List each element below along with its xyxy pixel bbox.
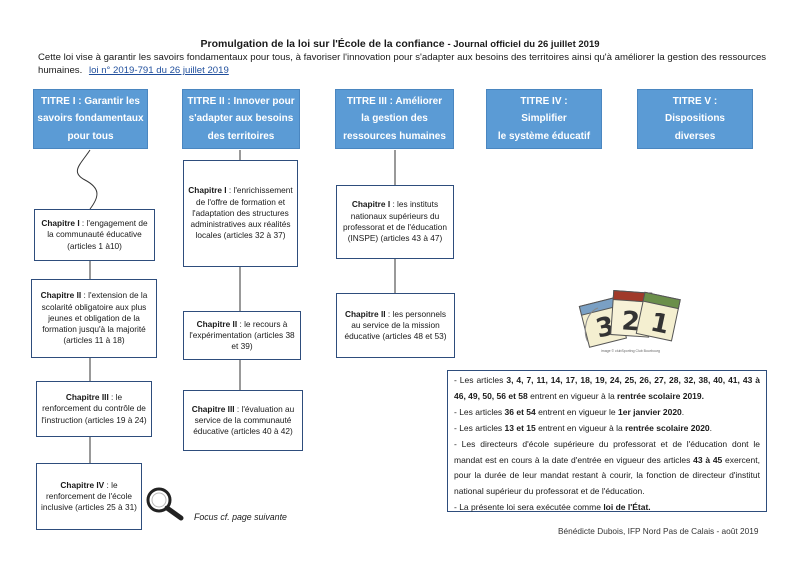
footer-author: Bénédicte Dubois, IFP Nord Pas de Calais… <box>558 526 759 536</box>
dispo-text: entrent en vigueur à la <box>527 390 618 401</box>
dispo-text: - La présente loi sera exécutée comme <box>454 502 604 513</box>
title-main: Promulgation de la loi sur l'École de la… <box>200 38 445 50</box>
page-title: Promulgation de la loi sur l'École de la… <box>0 38 800 50</box>
dispo-text: exercent, pour la durée de leur mandat r… <box>454 454 760 497</box>
dispo-bold: 43 à 45 <box>693 454 723 465</box>
calendar-icon: 3 2 1 <box>578 290 681 348</box>
titre-5-box: TITRE V : Dispositions diverses <box>637 89 753 149</box>
titre-4-label: TITRE IV : Simplifier le système éducati… <box>497 95 591 142</box>
svg-text:2: 2 <box>621 306 641 337</box>
dispositions-box: - Les articles 3, 4, 7, 11, 14, 17, 18, … <box>447 370 767 512</box>
chapitre-head: Chapitre II <box>345 308 386 319</box>
chapitre-text: : les personnels au service de la missio… <box>344 308 447 342</box>
dispo-5: - La présente loi sera exécutée comme lo… <box>454 500 760 516</box>
t1-chapitre-2: Chapitre II : l'extension de la scolarit… <box>31 279 157 358</box>
magnifying-glass-icon <box>146 487 184 521</box>
dispo-bold: 3, 4, 7, 11, 14, 17, 18, 19, 24, 25, 26,… <box>454 375 760 401</box>
dispo-4: - Les directeurs d'école supérieure du p… <box>454 437 760 501</box>
t3-chapitre-2: Chapitre II : les personnels au service … <box>336 293 455 358</box>
dispo-bold: 36 et 54 <box>504 406 536 417</box>
dispo-bold: 13 et 15 <box>504 422 536 433</box>
chapitre-head: Chapitre I <box>41 218 80 229</box>
dispo-text: entrent en vigueur le <box>535 406 618 417</box>
dispo-text: - Les articles <box>454 375 507 385</box>
chapitre-head: Chapitre I <box>351 199 391 210</box>
t2-chapitre-3: Chapitre III : l'évaluation au service d… <box>183 390 303 451</box>
dispo-bold: rentrée scolaire 2020 <box>625 422 710 433</box>
dispo-text: . <box>681 406 685 417</box>
dispo-text: - Les articles <box>454 406 505 417</box>
intro-text: Cette loi vise à garantir les savoirs fo… <box>38 52 767 76</box>
chapitre-head: Chapitre I <box>188 185 227 196</box>
dispo-bold: 1er janvier 2020 <box>617 406 682 417</box>
title-subtitle: - Journal officiel du 26 juillet 2019 <box>447 39 600 50</box>
chapitre-text: : l'extension de la scolarité obligatoir… <box>41 290 148 346</box>
t2-chapitre-2: Chapitre II : le recours à l'expérimenta… <box>183 311 301 360</box>
titre-5-label: TITRE V : Dispositions diverses <box>664 95 725 142</box>
t2-chapitre-1: Chapitre I : l'enrichissement de l'offre… <box>183 160 298 267</box>
titre-2-label: TITRE II : Innover pour s'adapter aux be… <box>187 95 295 142</box>
dispo-text: . <box>709 422 713 433</box>
dispo-text: - Les articles <box>454 422 505 433</box>
dispo-bold: rentrée scolaire 2019. <box>617 390 704 401</box>
dispo-text: - Les directeurs d'école supérieure du p… <box>454 438 760 465</box>
t1-chapitre-4: Chapitre IV : le renforcement de l'école… <box>36 463 142 530</box>
chapitre-text: : le renforcement du contrôle de l'instr… <box>41 392 147 425</box>
titre-2-box: TITRE II : Innover pour s'adapter aux be… <box>182 89 300 149</box>
chapitre-text: : le renforcement de l'école inclusive (… <box>41 479 137 513</box>
t3-chapitre-1: Chapitre I : les instituts nationaux sup… <box>336 185 454 259</box>
svg-text:1: 1 <box>648 308 672 341</box>
chapitre-text: : l'engagement de la communauté éducativ… <box>47 218 148 251</box>
titre-3-box: TITRE III : Améliorer la gestion des res… <box>335 89 454 149</box>
dispo-2: - Les articles 36 et 54 entrent en vigue… <box>454 405 760 421</box>
intro-paragraph: Cette loi vise à garantir les savoirs fo… <box>38 51 768 77</box>
chapitre-text: : l'enrichissement de l'offre de formati… <box>190 185 293 241</box>
chapitre-text: : l'évaluation au service de la communau… <box>193 403 295 437</box>
chapitre-head: Chapitre II <box>40 290 82 301</box>
t1-chapitre-3: Chapitre III : le renforcement du contrô… <box>36 381 152 437</box>
titre-4-box: TITRE IV : Simplifier le système éducati… <box>486 89 602 149</box>
chapitre-text: : les instituts nationaux supérieurs du … <box>343 199 447 244</box>
chapitre-head: Chapitre III <box>65 392 109 403</box>
image-credit: image © clubSporting Club Bourbourg <box>601 349 661 353</box>
dispo-3: - Les articles 13 et 15 entrent en vigue… <box>454 421 760 437</box>
dispo-text: entrent en vigueur à la <box>535 422 626 433</box>
titre-1-box: TITRE I : Garantir les savoirs fondament… <box>33 89 148 149</box>
law-link[interactable]: loi n° 2019-791 du 26 juillet 2019 <box>88 65 229 76</box>
titre1-curve <box>76 149 98 210</box>
chapitre-head: Chapitre III <box>191 403 235 414</box>
titre-3-label: TITRE III : Améliorer la gestion des res… <box>343 95 446 142</box>
t1-chapitre-1: Chapitre I : l'engagement de la communau… <box>34 209 155 261</box>
dispo-1: - Les articles 3, 4, 7, 11, 14, 17, 18, … <box>454 373 760 405</box>
dispo-bold: loi de l'État. <box>603 502 651 513</box>
chapitre-text: : le recours à l'expérimentation (articl… <box>189 318 295 352</box>
chapitre-head: Chapitre IV <box>60 479 105 490</box>
focus-note: Focus cf. page suivante <box>194 512 287 522</box>
chapitre-head: Chapitre II <box>196 318 238 329</box>
titre-1-label: TITRE I : Garantir les savoirs fondament… <box>37 95 144 142</box>
